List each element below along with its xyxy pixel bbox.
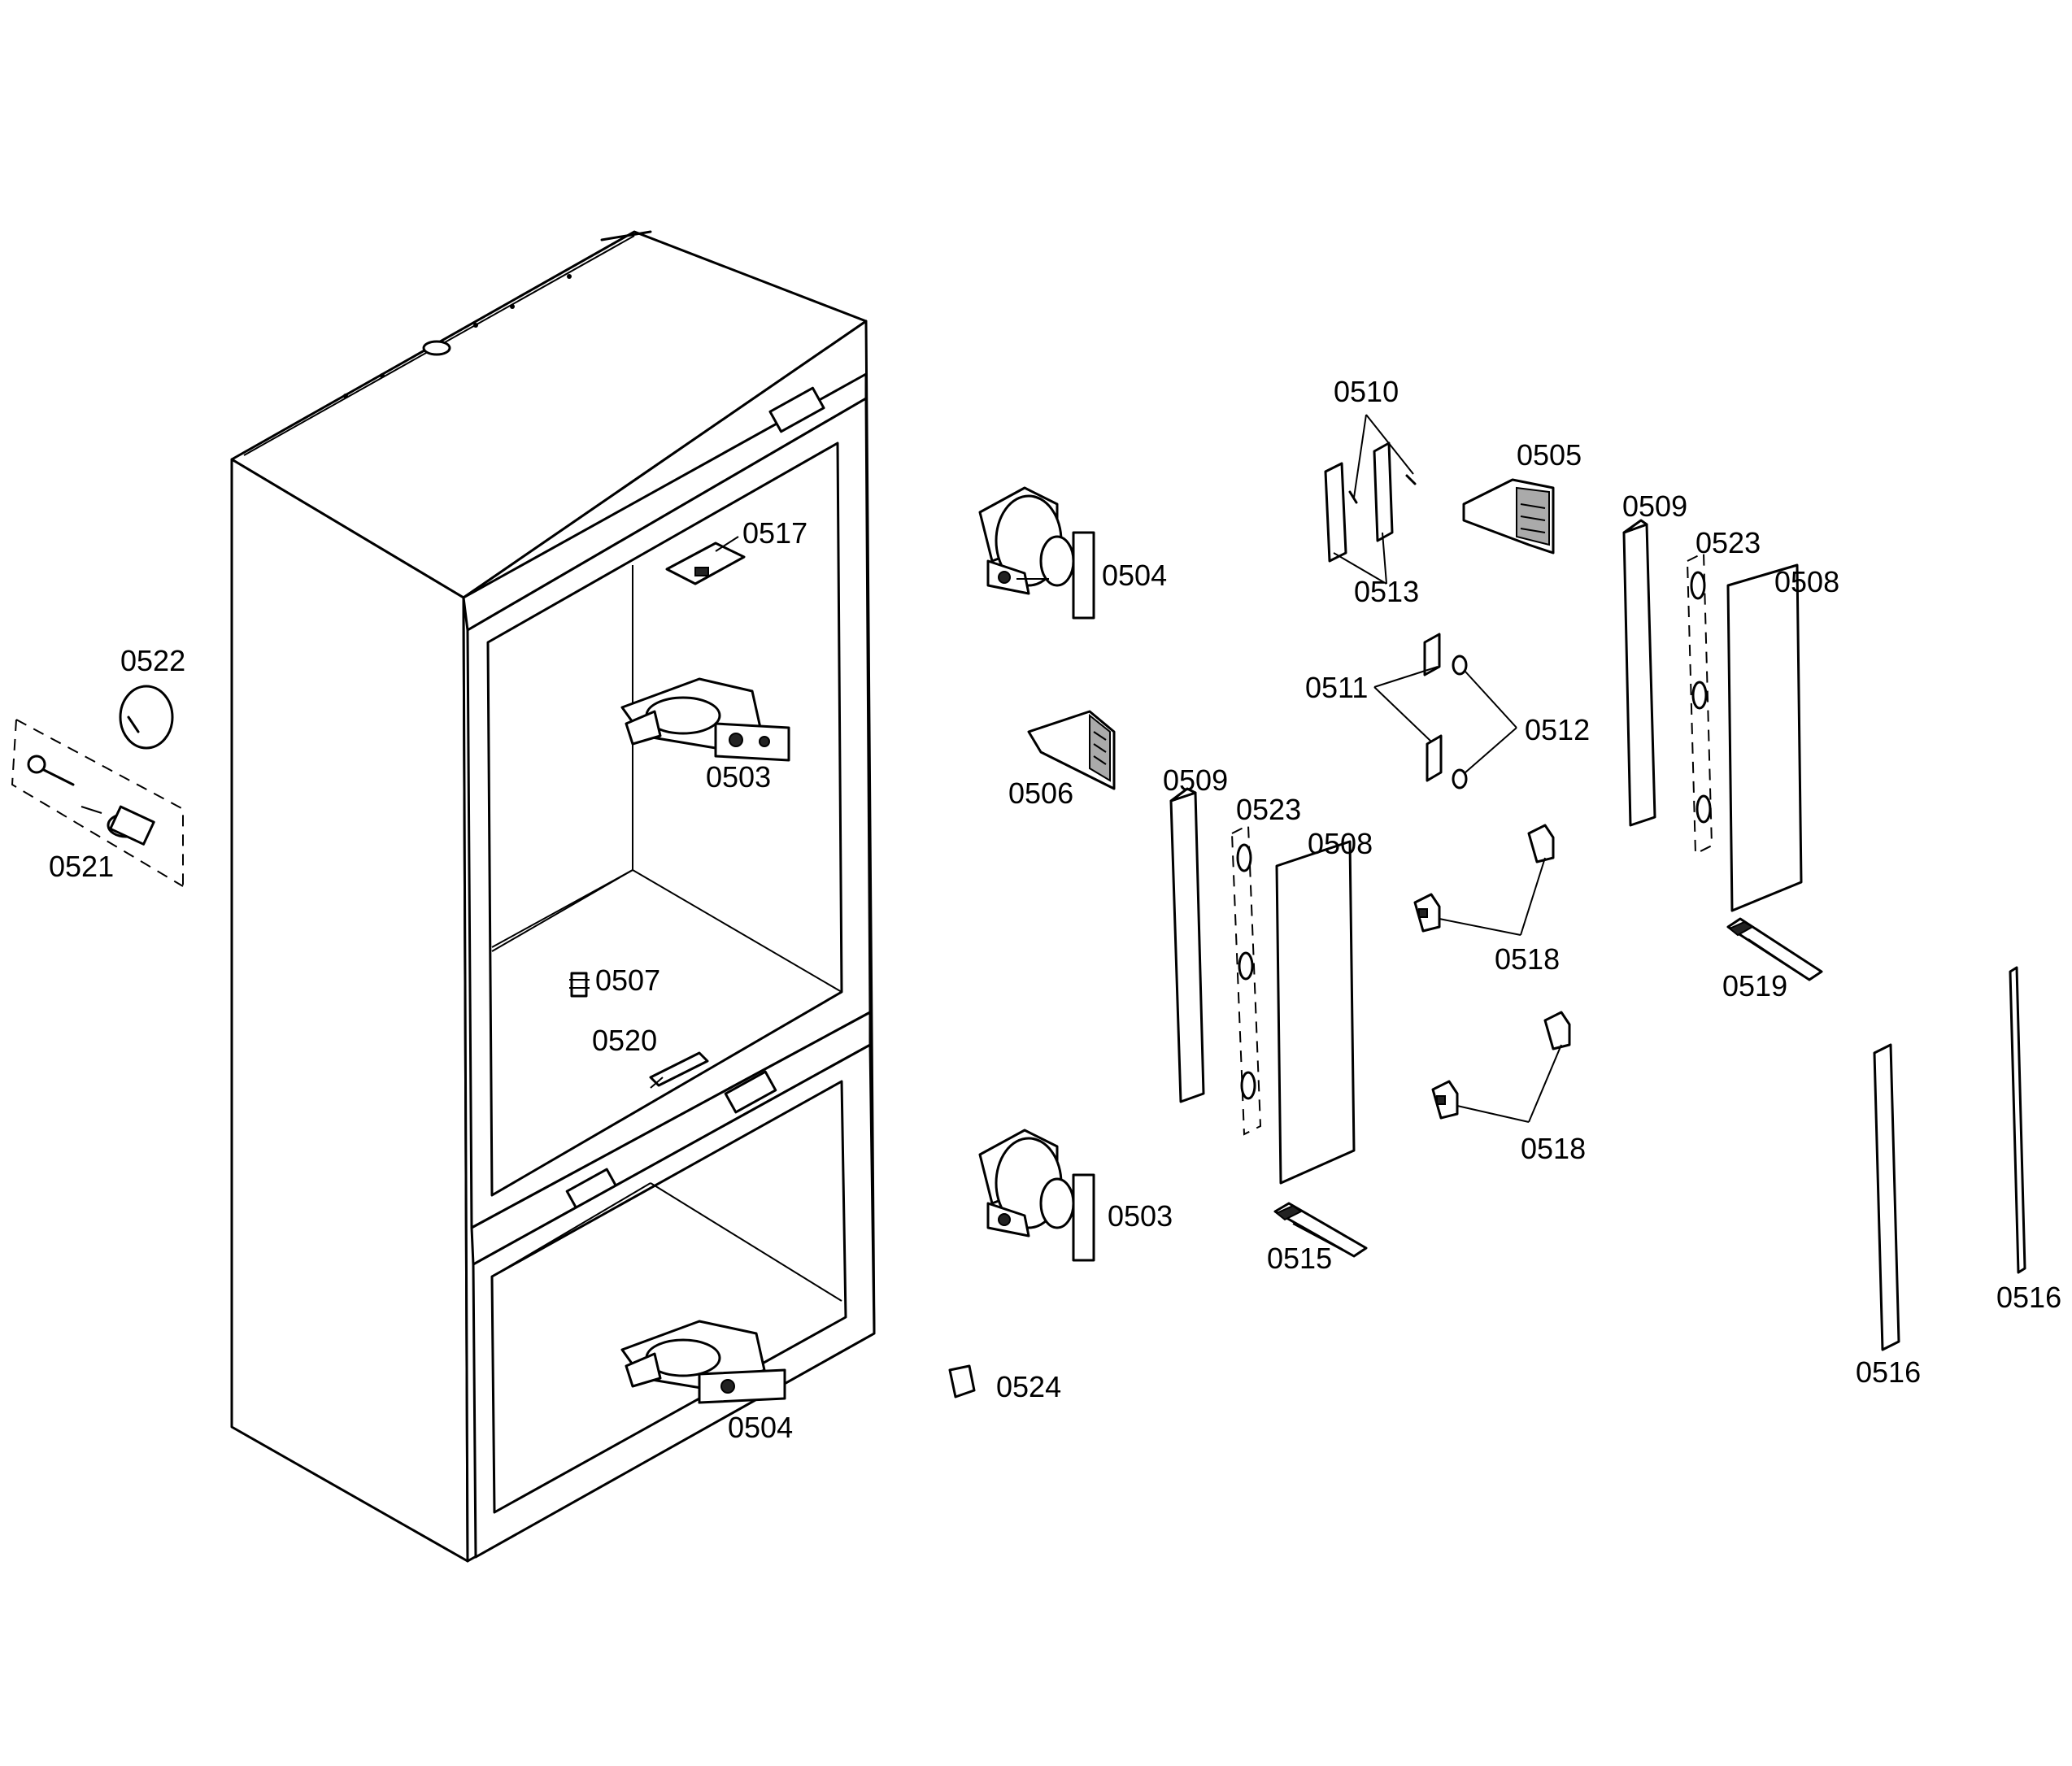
label-0503-cabinet: 0503 <box>706 760 771 794</box>
part-0504-hinge-cabinet <box>620 1320 786 1404</box>
label-0508-left: 0508 <box>1308 827 1373 860</box>
part-0511-brackets <box>1373 633 1443 782</box>
label-0507: 0507 <box>595 963 660 997</box>
label-0519: 0519 <box>1722 969 1787 1003</box>
label-0523-left: 0523 <box>1236 793 1301 826</box>
part-0503-hinge-cabinet <box>620 677 790 762</box>
part-0508-panel-left <box>1275 840 1356 1185</box>
label-0518-bottom: 0518 <box>1521 1132 1586 1165</box>
part-0518-clips-top <box>1413 824 1555 936</box>
part-0509-panel-right <box>1622 519 1656 827</box>
label-0509-left: 0509 <box>1163 763 1228 797</box>
label-0509-right: 0509 <box>1622 489 1687 523</box>
part-0519-trim-right <box>1726 917 1823 981</box>
part-0505-cover <box>1462 478 1555 555</box>
refrigerator-cabinet <box>230 230 876 1563</box>
label-0504-top: 0504 <box>1102 559 1167 592</box>
part-0506-bracket <box>1027 710 1116 790</box>
part-0509-panel-left <box>1169 787 1205 1103</box>
part-0518-clips-bottom <box>1431 1011 1571 1123</box>
part-0513-plates <box>1324 442 1417 563</box>
label-0516-left: 0516 <box>1856 1355 1921 1389</box>
label-0521: 0521 <box>49 850 114 883</box>
label-0518-top: 0518 <box>1495 942 1560 976</box>
label-0506: 0506 <box>1008 776 1073 810</box>
part-0524-clip <box>948 1364 976 1398</box>
label-0513: 0513 <box>1354 575 1419 608</box>
label-0510: 0510 <box>1334 375 1399 408</box>
part-0516-gasket-left <box>1873 1043 1900 1351</box>
label-0523-right: 0523 <box>1695 526 1761 559</box>
label-0517: 0517 <box>742 516 807 550</box>
label-0504-cabinet: 0504 <box>728 1411 793 1444</box>
part-0520-bracket <box>649 1051 709 1089</box>
label-0515: 0515 <box>1267 1242 1332 1275</box>
part-0517-bracket <box>665 536 746 585</box>
part-0503-hinge-bottom <box>978 1129 1095 1262</box>
label-0508-right: 0508 <box>1774 565 1839 598</box>
part-0508-panel-right <box>1726 563 1803 912</box>
part-0512-washers <box>1452 655 1517 789</box>
label-0520: 0520 <box>592 1024 657 1057</box>
part-0523-strip-right <box>1686 551 1713 855</box>
label-0522: 0522 <box>120 644 185 677</box>
label-0503-bottom: 0503 <box>1108 1199 1173 1233</box>
part-0523-strip-left <box>1230 824 1262 1136</box>
part-0516-gasket-right <box>2009 966 2026 1274</box>
label-0516-right: 0516 <box>1996 1281 2061 1314</box>
label-0505: 0505 <box>1517 438 1582 472</box>
part-0513-leaders <box>1333 532 1387 585</box>
part-0507-clip <box>569 972 590 998</box>
part-0504-hinge-top <box>978 486 1095 620</box>
label-0524: 0524 <box>996 1370 1061 1403</box>
part-0522-ring <box>119 685 174 750</box>
part-0515-trim-left <box>1273 1202 1368 1258</box>
label-0512: 0512 <box>1525 713 1590 746</box>
part-0510-leaders <box>1353 414 1414 498</box>
part-0521-assembly <box>11 719 184 887</box>
label-0511: 0511 <box>1305 671 1368 704</box>
